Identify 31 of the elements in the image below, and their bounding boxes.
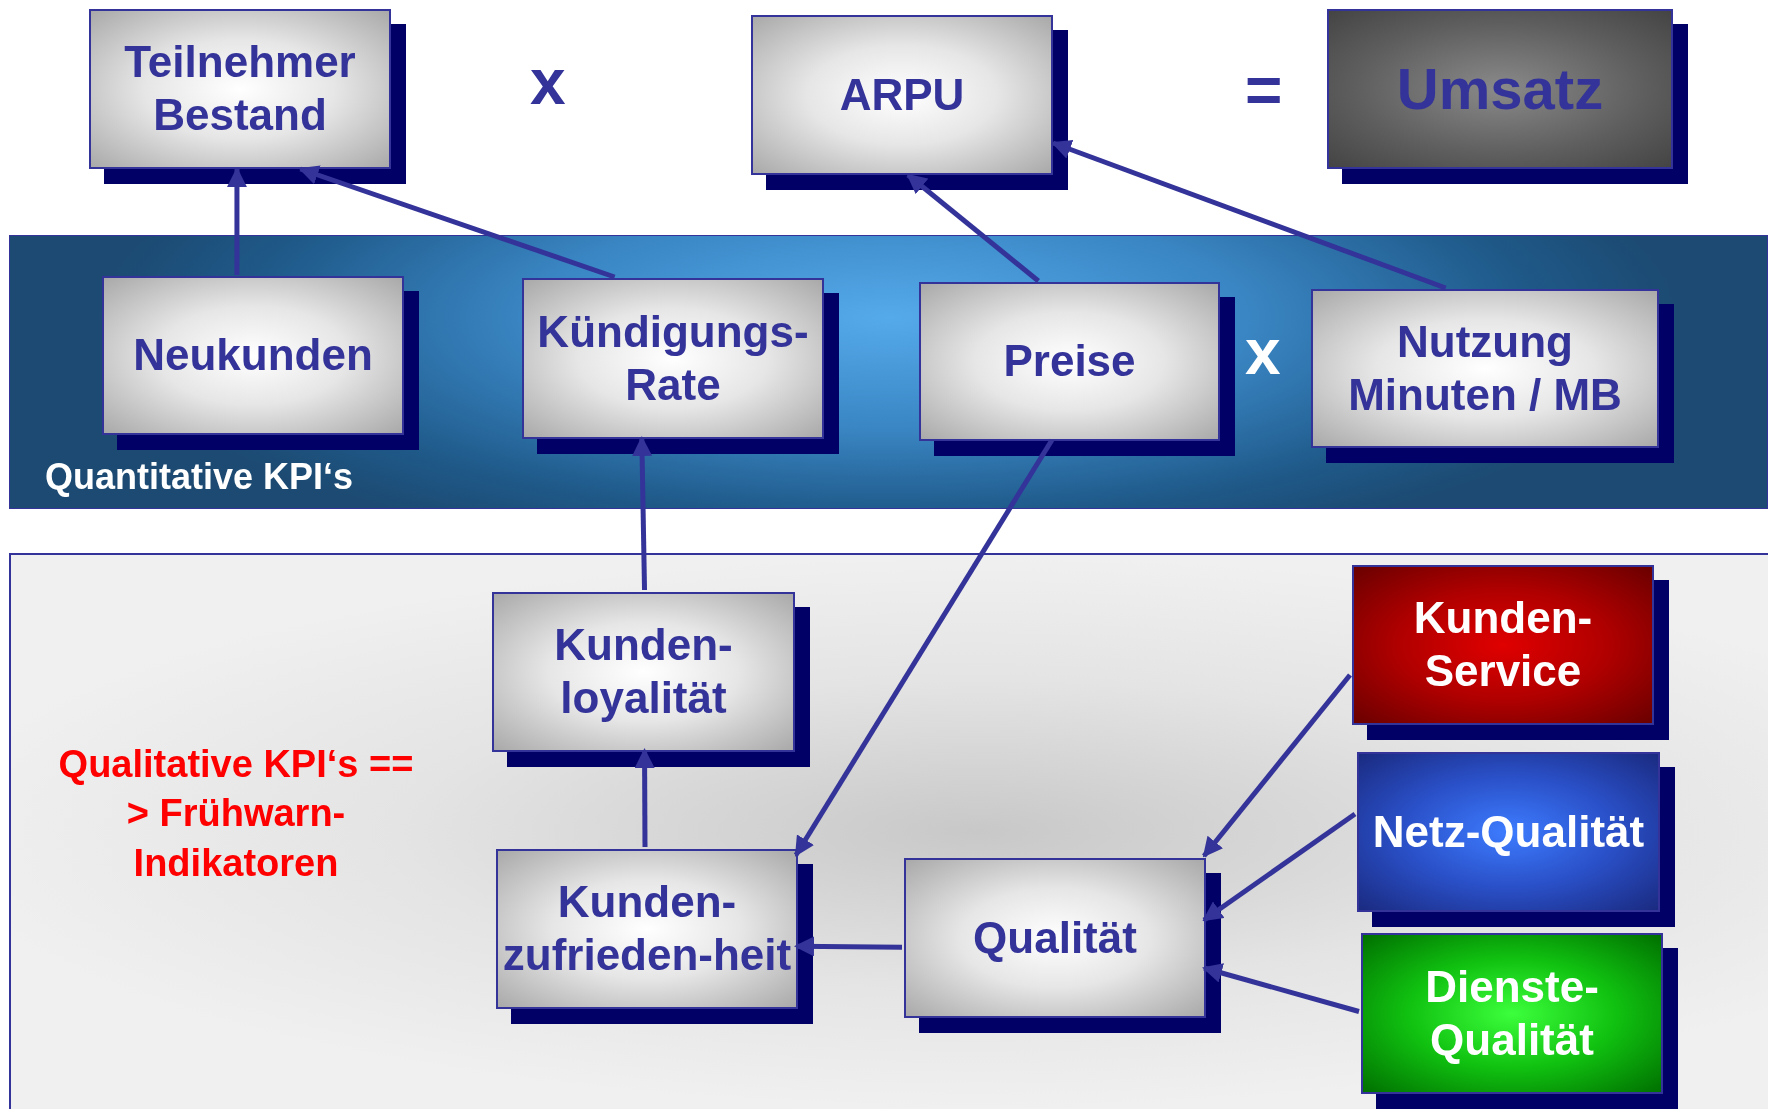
box-label: Preise — [1002, 335, 1137, 388]
operator-sign: = — [1245, 58, 1283, 122]
arrow — [794, 936, 903, 957]
box-label: Nutzung Minuten / MB — [1347, 315, 1623, 421]
box-label: ARPU — [838, 68, 966, 121]
box-label: Dienste-Qualität — [1424, 960, 1600, 1066]
kpi-band — [9, 235, 1768, 509]
box-label: Umsatz — [1395, 55, 1605, 124]
arrow — [632, 436, 653, 591]
arrow — [1202, 963, 1360, 1014]
kpi-band — [9, 553, 1768, 1109]
arrow — [1202, 673, 1352, 858]
band-heading: Qualitative KPI‘s == > Frühwarn-Indikatoren — [57, 742, 415, 886]
band-heading: Quantitative KPI‘s — [45, 456, 354, 498]
box-label: Kunden-loyalität — [553, 619, 734, 724]
box-label: Qualität — [972, 911, 1138, 964]
arrow — [1051, 139, 1447, 291]
operator-sign: x — [1245, 320, 1281, 384]
arrow — [298, 165, 616, 280]
arrow — [634, 748, 655, 847]
arrow — [793, 438, 1055, 857]
box-label: Netz-Qualität — [1371, 805, 1646, 858]
box-label: Kunden-zufrieden-heit — [501, 876, 793, 981]
arrow — [226, 167, 247, 275]
box-label: Kunden-Service — [1412, 592, 1594, 697]
operator-sign: x — [530, 50, 566, 114]
box-label: Teilnehmer Bestand — [123, 36, 357, 141]
arrow — [906, 173, 1040, 283]
box-label: Kündigungs-Rate — [536, 305, 810, 411]
arrow — [1202, 811, 1357, 923]
box-label: Neukunden — [132, 329, 374, 382]
